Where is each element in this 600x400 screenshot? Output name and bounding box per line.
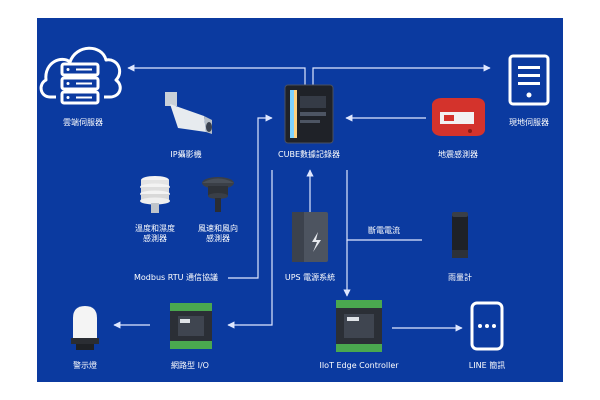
warning-light-icon — [71, 306, 99, 350]
line-logger-to-local — [312, 64, 491, 85]
network-io-label: 網路型 I/O — [171, 361, 209, 370]
rain-gauge-label: 雨量計 — [448, 273, 472, 282]
iiot-controller-label: IIoT Edge Controller — [319, 361, 399, 370]
line-notify-label: LINE 簡訊 — [468, 361, 506, 370]
ip-camera-label: IP攝影機 — [170, 150, 202, 159]
cloud-server-label: 雲端伺服器 — [63, 118, 103, 127]
seismic-sensor-label: 地震感測器 — [438, 150, 478, 159]
line-logger-to-cloud — [127, 64, 306, 85]
power-failure-label: 斷電電流 — [368, 226, 400, 235]
cloud-server-icon — [39, 46, 122, 105]
network-io-icon — [170, 303, 212, 349]
rain-gauge-icon — [452, 212, 468, 258]
temp-humidity-sensor-icon — [140, 176, 170, 213]
warning-light-label: 警示燈 — [73, 361, 97, 370]
line-modbus-to-logger — [228, 114, 273, 279]
ups-label: UPS 電源系統 — [284, 273, 336, 282]
temp-humidity-label: 溫度和濕度 感測器 — [135, 224, 175, 243]
edge-controller-icon — [336, 300, 382, 352]
ups-icon — [292, 212, 328, 262]
camera-icon — [165, 92, 212, 134]
cube-logger-label: CUBE數據記錄器 — [278, 150, 340, 159]
seismic-sensor-icon — [432, 98, 485, 136]
phone-icon — [470, 301, 504, 351]
wind-sensor-label: 風速和風向 感測器 — [198, 224, 238, 243]
diagram-panel — [37, 18, 563, 382]
modbus-label: Modbus RTU 通信協議 — [134, 273, 218, 282]
local-server-label: 現地伺服器 — [509, 118, 549, 127]
wind-sensor-icon — [202, 177, 234, 212]
server-icon — [508, 54, 550, 106]
line-logger-to-network-io — [227, 170, 273, 329]
data-logger-icon — [284, 84, 334, 144]
